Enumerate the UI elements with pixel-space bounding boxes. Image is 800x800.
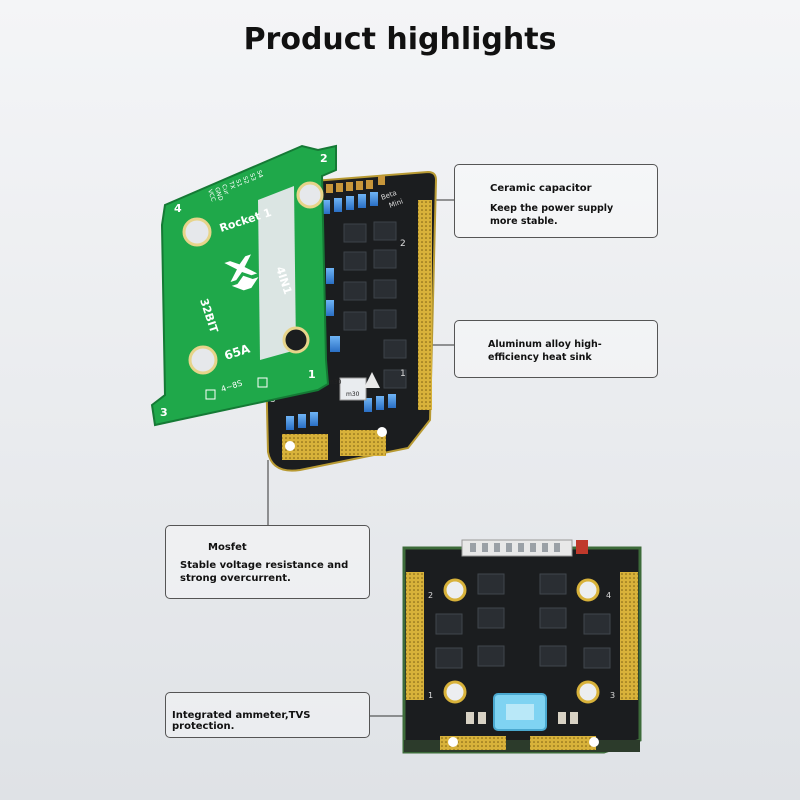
callout-heading: Ceramic capacitor <box>490 183 592 194</box>
bottom-pads-left <box>406 572 424 700</box>
brand-logo-icon <box>224 254 259 291</box>
top-right-component <box>576 540 588 554</box>
smd-components <box>466 712 578 724</box>
callout-heading: Mosfet <box>208 542 247 553</box>
pin-label-s4: S4 <box>255 169 264 179</box>
callout-body: Keep the power supply more stable. <box>490 203 614 227</box>
bottom-pads-right <box>620 572 638 700</box>
pin-label-s3: S3 <box>248 172 257 182</box>
mount-hole-tr <box>296 181 324 209</box>
esc-number-1: 1 <box>400 369 406 379</box>
minus-square-icon <box>205 389 216 400</box>
pcb-label-m30-a: m30 <box>328 379 342 386</box>
arrow-mark-icon <box>364 372 380 388</box>
bottom-esc-board: 2 4 1 3 <box>402 539 642 754</box>
callout-ammeter: Integrated ammeter,TVS protection. <box>165 692 370 738</box>
page-title: Product highlights <box>243 22 557 57</box>
bottom-mosfet-grid <box>435 573 611 669</box>
ammeter-chip-center <box>506 704 534 720</box>
signal-header-pins <box>326 176 385 193</box>
bottom-plus-mark-icon <box>448 737 458 747</box>
pin-label-tx: TX <box>227 180 236 191</box>
top-esc-board: Beta Mini m30 m30 2 1 3 <box>260 170 438 472</box>
bottom-minus-mark-icon <box>589 737 599 747</box>
corner-number-4: 4 <box>174 202 182 215</box>
pin-label-s2: S2 <box>241 175 250 185</box>
callout-ceramic-capacitor: Ceramic capacitor Keep the power supply … <box>454 164 658 238</box>
bottom-number-4: 4 <box>606 591 611 600</box>
bottom-hole-tr <box>576 578 600 602</box>
pin-label-gnd: GND <box>213 186 224 202</box>
bottom-board-edge <box>404 740 640 752</box>
mount-hole-tl <box>182 217 212 247</box>
green-heatsink-plate: Rocket 1 32BIT 4IN1 65A 4~8S VCC GND Cur… <box>150 144 337 427</box>
mount-hole-br <box>282 326 310 354</box>
callout-heading: Integrated ammeter,TVS protection. <box>172 710 311 732</box>
edge-pads-right <box>418 200 432 410</box>
bottom-number-3: 3 <box>610 691 615 700</box>
ceramic-capacitors <box>286 192 396 430</box>
corner-number-1: 1 <box>308 368 316 381</box>
connector-pins <box>470 543 560 552</box>
bottom-hole-br <box>576 680 600 704</box>
esc-number-2: 2 <box>400 239 406 249</box>
corner-number-3: 3 <box>160 406 168 419</box>
pin-label-vcc: VCC <box>206 188 217 202</box>
shunt-resistor <box>339 377 367 401</box>
corner-number-2: 2 <box>320 152 328 165</box>
bottom-hole-tl <box>443 578 467 602</box>
plus-square-icon <box>257 377 268 388</box>
bottom-number-1: 1 <box>428 691 433 700</box>
callout-body: Stable voltage resistance and strong ove… <box>180 560 349 584</box>
callout-mosfet: Mosfet Stable voltage resistance and str… <box>165 525 370 599</box>
pin-label-cur: Cur <box>220 183 230 196</box>
callout-heat-sink: Aluminum alloy high-efficiency heat sink <box>454 320 658 378</box>
pin-label-s1: S1 <box>234 178 243 188</box>
minus-mark-icon <box>285 441 295 451</box>
plate-center-cutout <box>258 186 296 360</box>
pcb-label-m30-b: m30 <box>346 391 360 398</box>
plate-pin-labels: VCC GND Cur TX S1 S2 S3 S4 <box>206 169 264 202</box>
bottom-pads-plus <box>530 736 596 750</box>
callout-heading: Aluminum alloy high-efficiency heat sink <box>488 339 602 363</box>
mosfet-grid <box>343 221 407 389</box>
plus-mark-icon <box>377 427 387 437</box>
bottom-hole-bl <box>443 680 467 704</box>
mount-hole-bl <box>188 345 218 375</box>
bottom-number-2: 2 <box>428 591 433 600</box>
